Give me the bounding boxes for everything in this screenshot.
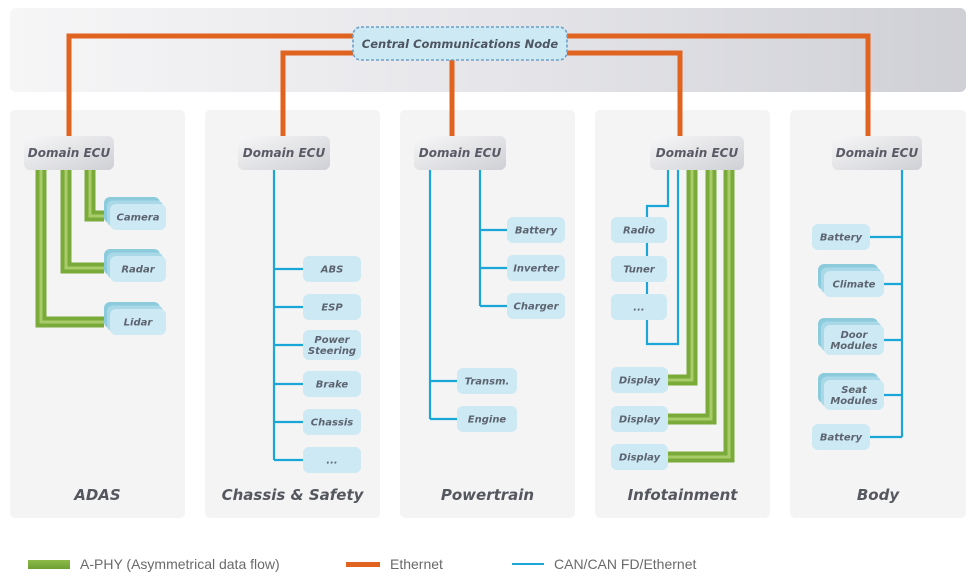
node-label: Display bbox=[619, 453, 661, 464]
node-label: ... bbox=[326, 456, 337, 467]
node-display-2[interactable]: Display bbox=[611, 406, 668, 432]
node-label: Climate bbox=[833, 280, 876, 291]
node-label: Radio bbox=[623, 226, 655, 237]
node-label: Battery bbox=[515, 226, 558, 237]
node-display-1[interactable]: Display bbox=[611, 367, 668, 393]
domain-ecu-chassis-safety[interactable]: Domain ECU bbox=[238, 136, 330, 170]
node-climate-1[interactable]: Climate bbox=[818, 264, 884, 297]
node-abs[interactable]: ABS bbox=[303, 256, 361, 282]
domain-title-powertrain: Powertrain bbox=[441, 486, 534, 504]
node-label: Brake bbox=[316, 380, 349, 391]
domain-panel-powertrain bbox=[400, 110, 575, 518]
central-node-label: Central Communications Node bbox=[362, 37, 559, 51]
node-label: Battery bbox=[820, 433, 863, 444]
node-esp[interactable]: ESP bbox=[303, 294, 361, 320]
ecu-label: Domain ECU bbox=[656, 146, 739, 160]
node-label: Modules bbox=[830, 396, 877, 407]
legend: A-PHY (Asymmetrical data flow) Ethernet … bbox=[0, 554, 978, 574]
node-label: Camera bbox=[117, 213, 160, 224]
node-label: Radar bbox=[121, 265, 155, 276]
node-battery-0[interactable]: Battery bbox=[812, 224, 870, 250]
legend-label: Ethernet bbox=[390, 556, 443, 572]
node-engine[interactable]: Engine bbox=[457, 406, 517, 432]
aphy-link-display-1 bbox=[668, 170, 698, 386]
node-lidar[interactable]: Lidar bbox=[104, 302, 166, 335]
ecu-label: Domain ECU bbox=[836, 146, 919, 160]
central-communications-node[interactable]: Central Communications Node bbox=[352, 26, 568, 61]
node-label: Transm. bbox=[465, 377, 510, 388]
node-label: Chassis bbox=[311, 418, 354, 429]
aphy-link-camera bbox=[84, 170, 104, 222]
node-camera[interactable]: Camera bbox=[104, 197, 166, 230]
node-radar[interactable]: Radar bbox=[104, 249, 166, 282]
node-charger[interactable]: Charger bbox=[507, 293, 565, 319]
aphy-swatch bbox=[28, 559, 70, 569]
node-label: Steering bbox=[308, 346, 356, 357]
node-label: Inverter bbox=[513, 264, 560, 275]
node-label: ESP bbox=[321, 303, 343, 314]
ethernet-link-adas bbox=[66, 33, 353, 136]
aphy-link-radar bbox=[60, 170, 104, 274]
ethernet-link-chassis-safety bbox=[280, 50, 353, 136]
node-tuner[interactable]: Tuner bbox=[611, 256, 667, 282]
node-label: Tuner bbox=[623, 265, 656, 276]
domain-title-infotainment: Infotainment bbox=[628, 486, 739, 504]
node-transm[interactable]: Transm. bbox=[457, 368, 517, 394]
node-more[interactable]: ... bbox=[303, 447, 361, 473]
node-radio[interactable]: Radio bbox=[611, 217, 667, 243]
node-battery-4[interactable]: Battery bbox=[812, 424, 870, 450]
node-brake[interactable]: Brake bbox=[303, 371, 361, 397]
node-chassis[interactable]: Chassis bbox=[303, 409, 361, 435]
node-label: ABS bbox=[320, 265, 344, 276]
node-label: Modules bbox=[830, 341, 877, 352]
node-battery[interactable]: Battery bbox=[507, 217, 565, 243]
legend-item-ethernet: Ethernet bbox=[346, 554, 443, 574]
domain-panel-body bbox=[790, 110, 966, 518]
legend-item-aphy: A-PHY (Asymmetrical data flow) bbox=[28, 554, 280, 574]
ethernet-link-infotainment bbox=[567, 50, 683, 136]
node-label: Battery bbox=[820, 233, 863, 244]
domain-title-body: Body bbox=[857, 486, 900, 504]
legend-label: CAN/CAN FD/Ethernet bbox=[554, 556, 697, 572]
node-label: Display bbox=[619, 376, 661, 387]
domain-ecu-adas[interactable]: Domain ECU bbox=[24, 136, 114, 170]
can-swatch bbox=[512, 563, 544, 565]
domain-title-chassis-safety: Chassis & Safety bbox=[222, 486, 365, 504]
node-label: Charger bbox=[513, 302, 559, 313]
ecu-label: Domain ECU bbox=[419, 146, 502, 160]
node-label: Door bbox=[841, 330, 869, 341]
node-label: Display bbox=[619, 415, 661, 426]
domain-title-adas: ADAS bbox=[73, 486, 120, 504]
node-display-3[interactable]: Display bbox=[611, 444, 668, 470]
node-label: Lidar bbox=[124, 318, 154, 329]
aphy-link-display-2 bbox=[668, 170, 717, 425]
domain-ecu-body[interactable]: Domain ECU bbox=[832, 136, 922, 170]
node-inverter[interactable]: Inverter bbox=[507, 255, 565, 281]
legend-label: A-PHY (Asymmetrical data flow) bbox=[80, 556, 280, 572]
aphy-link-display-3 bbox=[668, 170, 735, 463]
domain-ecu-powertrain[interactable]: Domain ECU bbox=[414, 136, 506, 170]
legend-item-can: CAN/CAN FD/Ethernet bbox=[512, 554, 696, 574]
node-label: Engine bbox=[468, 415, 507, 426]
ethernet-swatch bbox=[346, 561, 380, 567]
ecu-label: Domain ECU bbox=[243, 146, 326, 160]
node-label: Power bbox=[314, 335, 350, 346]
ecu-label: Domain ECU bbox=[28, 146, 111, 160]
ethernet-link-body bbox=[567, 33, 871, 136]
node-more[interactable]: ... bbox=[611, 294, 667, 320]
aphy-link-lidar bbox=[35, 170, 104, 328]
node-label: ... bbox=[633, 303, 644, 314]
domain-ecu-infotainment[interactable]: Domain ECU bbox=[650, 136, 744, 170]
node-label: Seat bbox=[841, 385, 868, 396]
